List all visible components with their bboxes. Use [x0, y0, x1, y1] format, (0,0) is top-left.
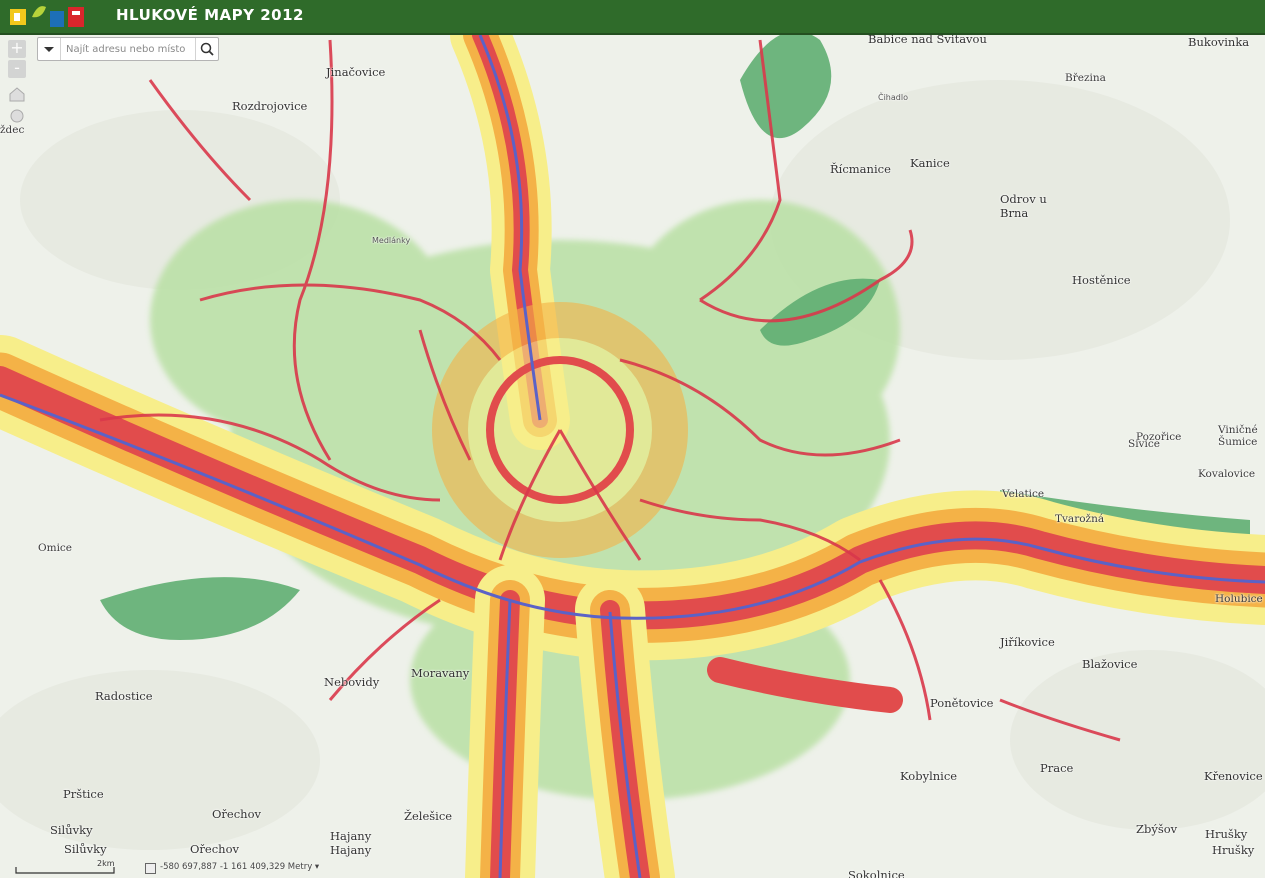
- motorway-line: [0, 35, 1265, 878]
- place-label-prace: Prace: [1040, 761, 1074, 775]
- place-label-velatice: Velatice: [1002, 488, 1045, 500]
- place-label-brezina: Březina: [1065, 72, 1106, 84]
- place-label-hajany-1: Hajany: [330, 829, 372, 843]
- search-widget: [37, 37, 219, 61]
- place-label-zbysov: Zbýšov: [1136, 822, 1178, 836]
- place-label-babice: Babice nad Svitavou: [868, 35, 987, 46]
- forest-zone-strelice: [100, 577, 300, 640]
- place-label-zelesice: Želešice: [404, 809, 453, 823]
- place-label-orechov-1: Ořechov: [212, 807, 261, 821]
- search-icon[interactable]: [195, 38, 218, 60]
- place-label-vinicne: Viničné Šumice: [1218, 424, 1258, 448]
- place-label-sokolnice: Sokolnice: [848, 868, 905, 878]
- place-label-pozorice: Pozořice: [1136, 431, 1182, 443]
- app-title: HLUKOVÉ MAPY 2012: [116, 6, 304, 24]
- place-label-tvarozna: Tvarožná: [1055, 513, 1105, 525]
- place-label-hostenice: Hostěnice: [1072, 273, 1131, 287]
- place-label-hajany-2: Hajany: [330, 843, 372, 857]
- place-label-blazovice: Blažovice: [1082, 657, 1138, 671]
- search-input[interactable]: [62, 38, 200, 60]
- scale-bar: [15, 867, 115, 874]
- coordinate-icon[interactable]: [145, 863, 156, 874]
- place-label-bukovinka: Bukovinka: [1188, 35, 1250, 49]
- place-label-siluvky-2: Silůvky: [64, 842, 107, 856]
- place-label-radostice: Radostice: [95, 689, 153, 703]
- ministry-logo-icon: [10, 6, 84, 27]
- place-label-moravany: Moravany: [411, 666, 470, 680]
- place-label-nebovidy: Nebovidy: [324, 675, 380, 689]
- place-label-kobylnice: Kobylnice: [900, 769, 958, 783]
- place-label-zdec: ždec: [0, 124, 25, 136]
- zoom-out-button[interactable]: -: [8, 60, 26, 78]
- place-label-kovalovice: Kovalovice: [1198, 468, 1256, 480]
- home-icon[interactable]: [8, 85, 26, 103]
- map-canvas[interactable]: [0, 35, 1265, 878]
- place-label-rozdrojovice: Rozdrojovice: [232, 99, 308, 113]
- place-label-omice: Omice: [38, 542, 73, 554]
- coordinate-readout[interactable]: -580 697,887 -1 161 409,329 Metry ▾: [160, 862, 320, 872]
- place-label-kanice: Kanice: [910, 156, 950, 170]
- place-label-sivice: Sivice: [1128, 438, 1160, 450]
- place-label-ponetovice: Ponětovice: [930, 696, 994, 710]
- place-label-medlanky: Medlánky: [372, 236, 411, 245]
- place-label-jirikovice: Jiříkovice: [1000, 635, 1055, 649]
- place-label-hrusky-2: Hrušky: [1212, 843, 1255, 857]
- place-label-ricmanice: Řícmanice: [830, 162, 891, 176]
- road-network: [99, 39, 1121, 742]
- locate-icon[interactable]: [8, 107, 26, 125]
- noise-map[interactable]: Babice nad Svitavou Bukovinka Jinačovice…: [0, 35, 1265, 878]
- place-label-hrusky-1: Hrušky: [1205, 827, 1248, 841]
- place-label-siluvky-1: Silůvky: [50, 823, 93, 837]
- place-label-orechov-2: Ořechov: [190, 842, 239, 856]
- place-label-odrov: Odrov u Brna: [1000, 192, 1047, 220]
- place-label-prstice: Prštice: [63, 787, 104, 801]
- place-label-cihadlo: Čihadlo: [878, 93, 908, 102]
- place-label-holubice: Holubice: [1215, 593, 1263, 605]
- place-label-krenovice: Křenovice: [1204, 769, 1263, 783]
- app-header: HLUKOVÉ MAPY 2012: [0, 0, 1265, 35]
- search-source-dropdown[interactable]: [38, 38, 61, 60]
- place-label-jinacovice: Jinačovice: [326, 65, 386, 79]
- zoom-in-button[interactable]: +: [8, 40, 26, 58]
- scale-label: 2km: [97, 859, 115, 868]
